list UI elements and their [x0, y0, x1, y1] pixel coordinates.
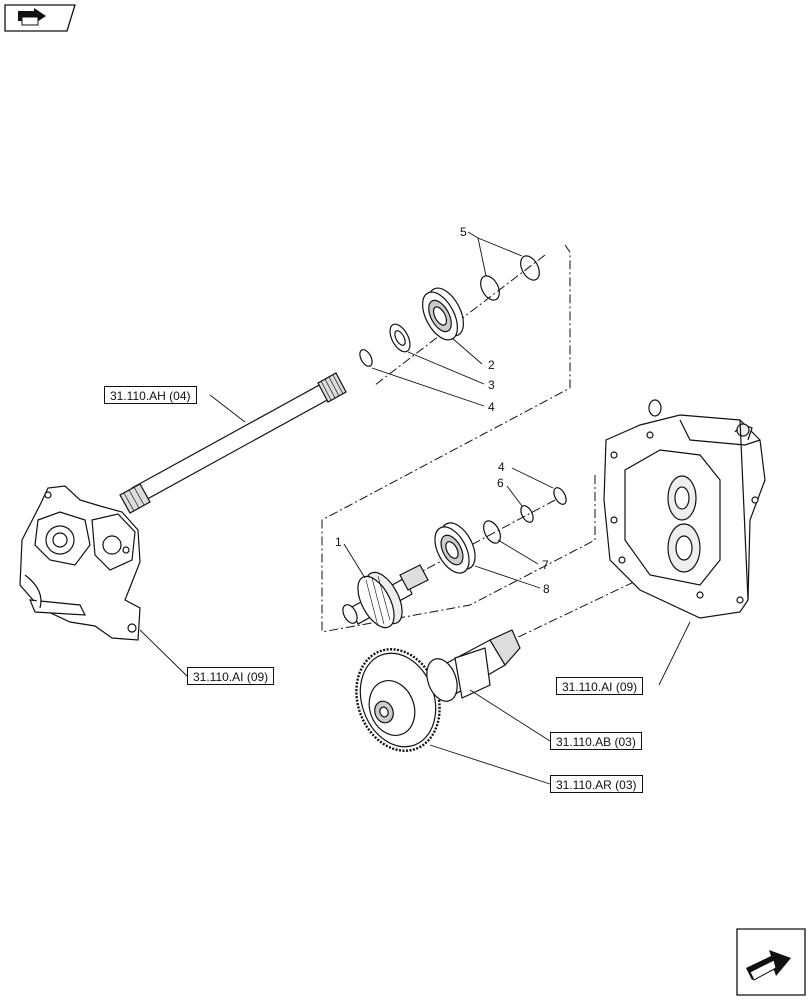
gear-shaft-1	[342, 564, 429, 629]
washer-3	[389, 323, 411, 353]
snap-ring-6	[520, 505, 534, 523]
callout-4-top: 4	[488, 400, 495, 414]
large-gear-assembly	[355, 629, 521, 752]
callout-7: 7	[542, 558, 549, 572]
next-page-arrow-icon[interactable]	[736, 928, 806, 996]
callout-6: 6	[497, 476, 504, 490]
bearing-2	[422, 287, 464, 341]
left-housing	[19, 485, 141, 641]
ref-31-110-ar-03[interactable]: 31.110.AR (03)	[550, 775, 643, 793]
callout-8: 8	[543, 582, 550, 596]
callout-3: 3	[488, 378, 495, 392]
long-shaft	[119, 372, 347, 514]
ref-31-110-ab-03[interactable]: 31.110.AB (03)	[550, 732, 642, 750]
callout-leaders	[343, 231, 554, 589]
upper-parts	[359, 255, 540, 367]
ref-31-110-ai-09-left[interactable]: 31.110.AI (09)	[187, 667, 275, 685]
snap-ring-7	[483, 520, 501, 544]
bearing-8	[434, 522, 476, 574]
callout-5: 5	[460, 225, 467, 239]
ref-31-110-ai-09-right[interactable]: 31.110.AI (09)	[556, 677, 644, 695]
callout-4-mid: 4	[498, 460, 505, 474]
snap-ring-4-top	[359, 349, 373, 367]
callout-2: 2	[488, 358, 495, 372]
ref-31-110-ah-04[interactable]: 31.110.AH (04)	[104, 386, 197, 404]
snap-ring-5a	[520, 255, 540, 281]
right-housing	[603, 399, 766, 619]
snap-ring-4-mid	[553, 487, 567, 505]
snap-ring-5b	[480, 275, 500, 301]
book-arrow-icon[interactable]	[4, 4, 76, 32]
leader-lines	[139, 394, 691, 785]
callout-1: 1	[335, 535, 342, 549]
lower-parts	[342, 487, 567, 629]
